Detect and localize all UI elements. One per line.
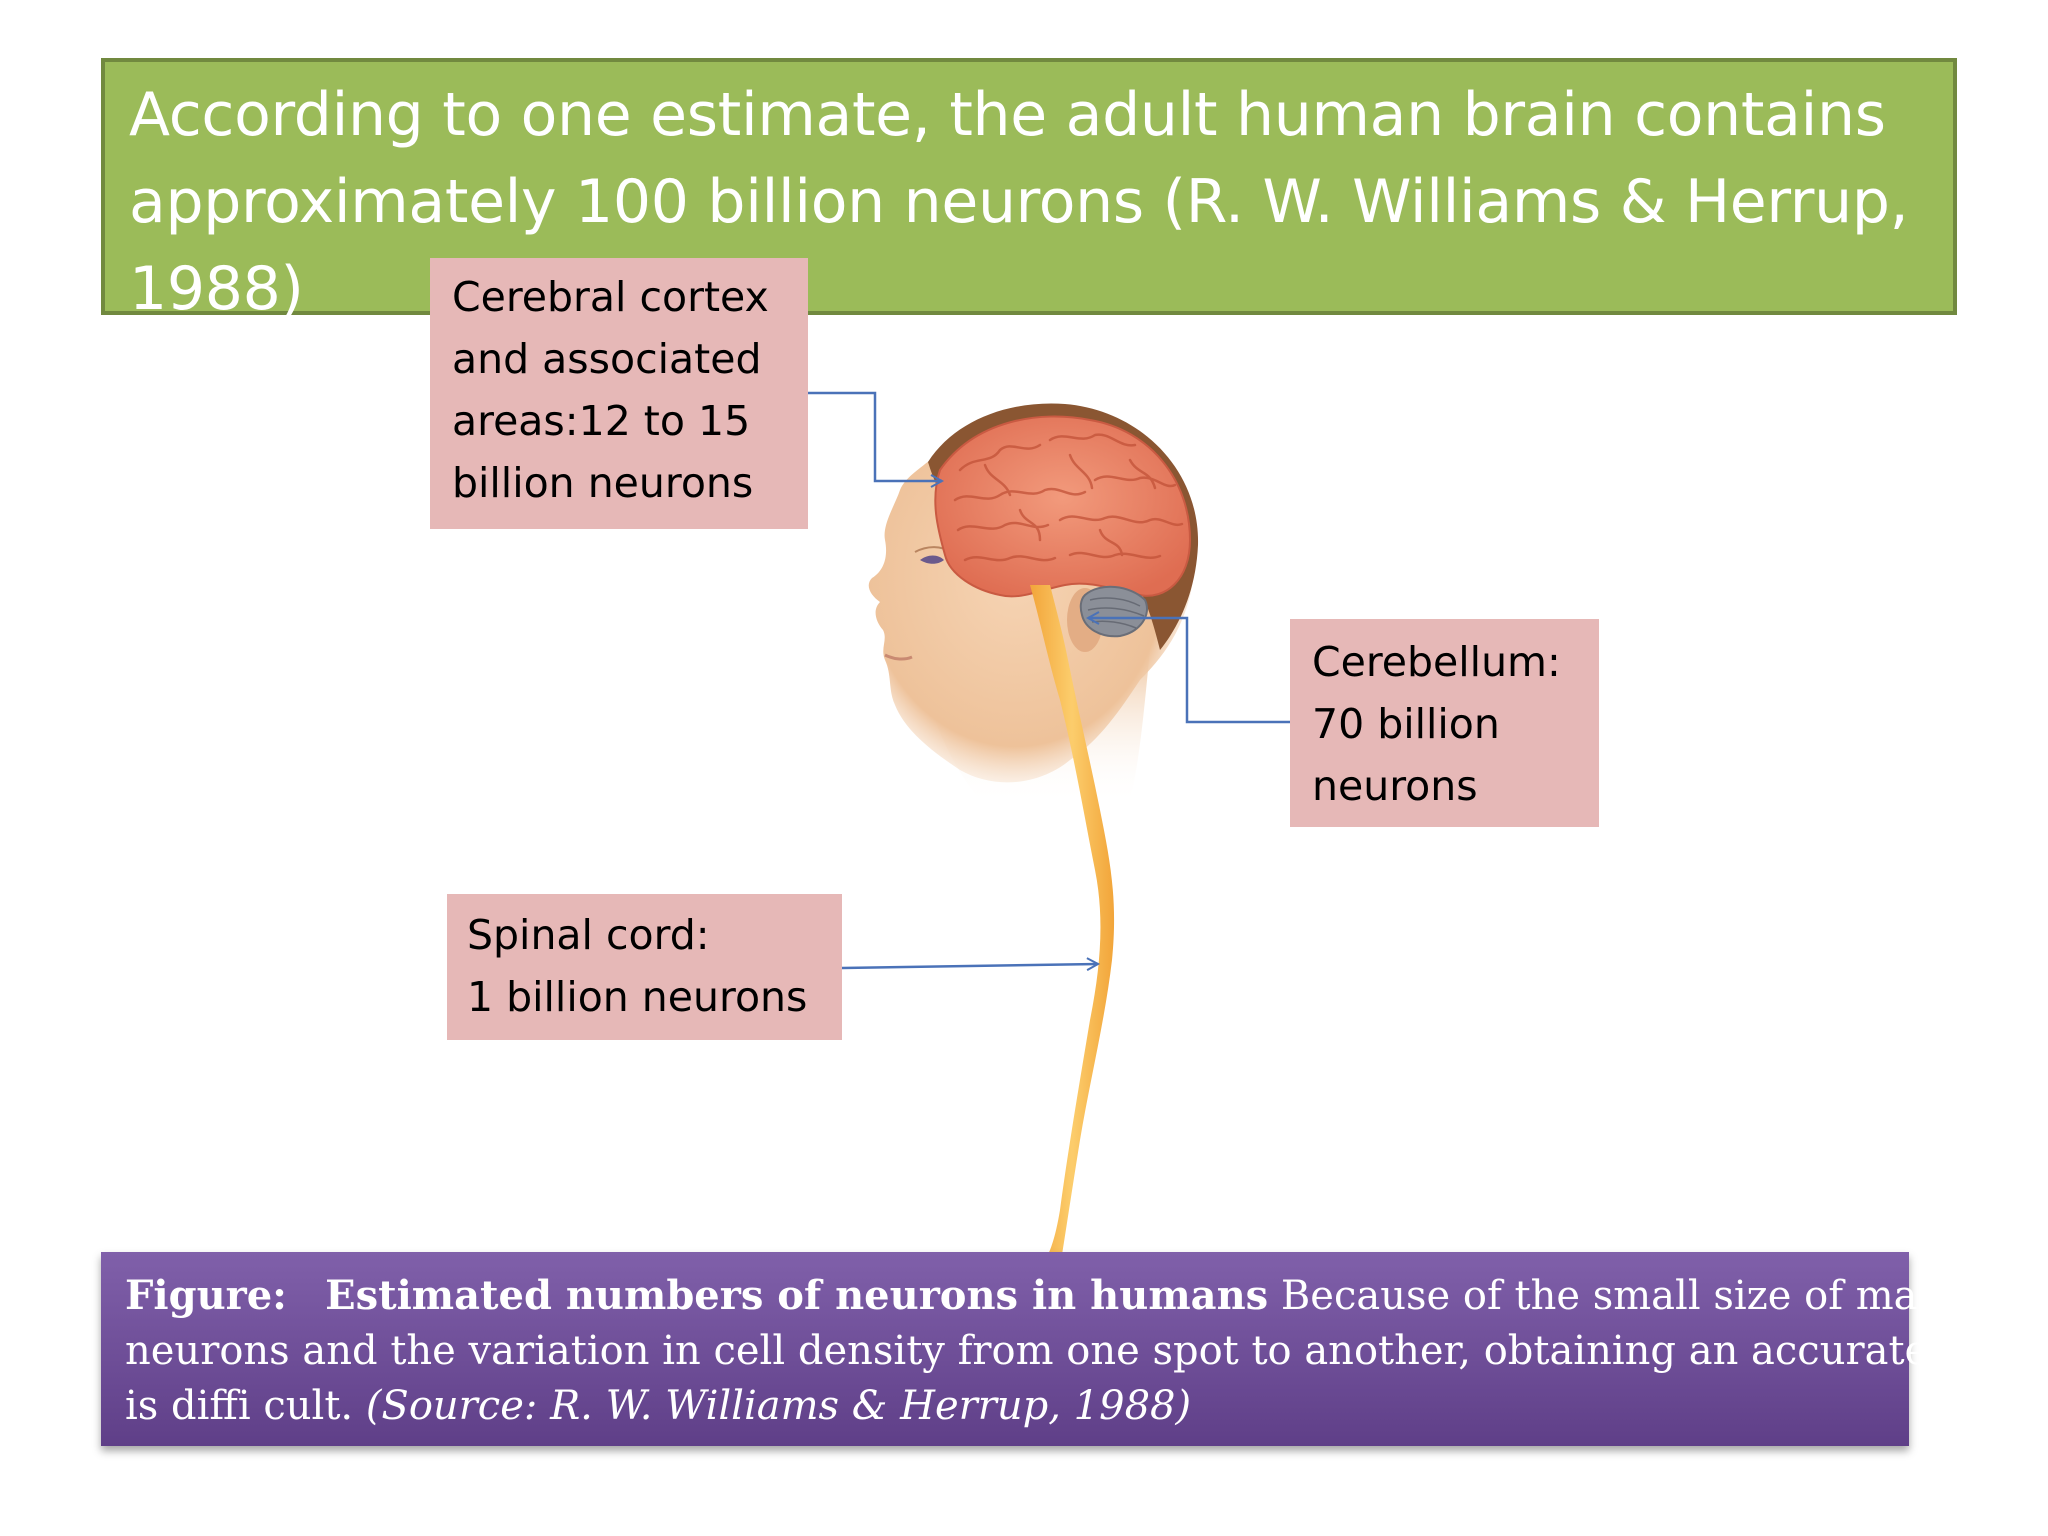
cortex-callout-line-1: Cerebral cortex [452,273,769,321]
caption-heading: Estimated numbers of neurons in humans [325,1272,1269,1319]
cerebellum-shape [1079,585,1148,638]
cortex-callout: Cerebral cortex and associated areas:12 … [430,258,808,529]
title-line-3: 1988) [129,254,304,324]
spinal-cord-callout: Spinal cord: 1 billion neurons [447,894,842,1040]
caption-label: Figure: [125,1272,287,1319]
caption-source: (Source: R. W. Williams & Herrup, 1988) [365,1383,1192,1429]
spinal-cord-shape [1030,585,1115,1255]
spinal-cord-callout-line-2: 1 billion neurons [467,973,808,1021]
caption-line-3: is diffi cult. (Source: R. W. Williams &… [125,1379,1887,1434]
spinal-cord-callout-line-1: Spinal cord: [467,911,710,959]
cortex-callout-line-4: billion neurons [452,459,754,507]
title-banner: According to one estimate, the adult hum… [101,58,1957,324]
figure-caption: Figure: Estimated numbers of neurons in … [101,1252,2048,1446]
cortex-callout-line-2: and associated [452,335,762,383]
caption-text-3: is diffi cult. [125,1383,366,1429]
cerebellum-callout-line-2: 70 billion [1312,700,1500,748]
cerebellum-callout: Cerebellum: 70 billion neurons [1290,619,1599,827]
title-line-2: approximately 100 billion neurons (R. W.… [129,167,1909,237]
eye-shape [920,555,944,564]
caption-line-1: Figure: Estimated numbers of neurons in … [125,1268,1966,1324]
cortex-leader-line [808,391,942,481]
spinal-cord-leader-line [841,964,1098,968]
cerebellum-callout-line-3: neurons [1312,762,1478,810]
caption-text-2: neurons and the variation in cell densit… [125,1328,2048,1374]
title-line-1: According to one estimate, the adult hum… [129,80,1886,150]
cerebellum-leader-line [1088,618,1290,724]
cortex-callout-line-3: areas:12 to 15 [452,397,751,445]
caption-text-1: Because of the small size of many [1268,1273,1966,1319]
brain-folds [953,433,1184,562]
cerebellum-callout-line-1: Cerebellum: [1312,638,1561,686]
